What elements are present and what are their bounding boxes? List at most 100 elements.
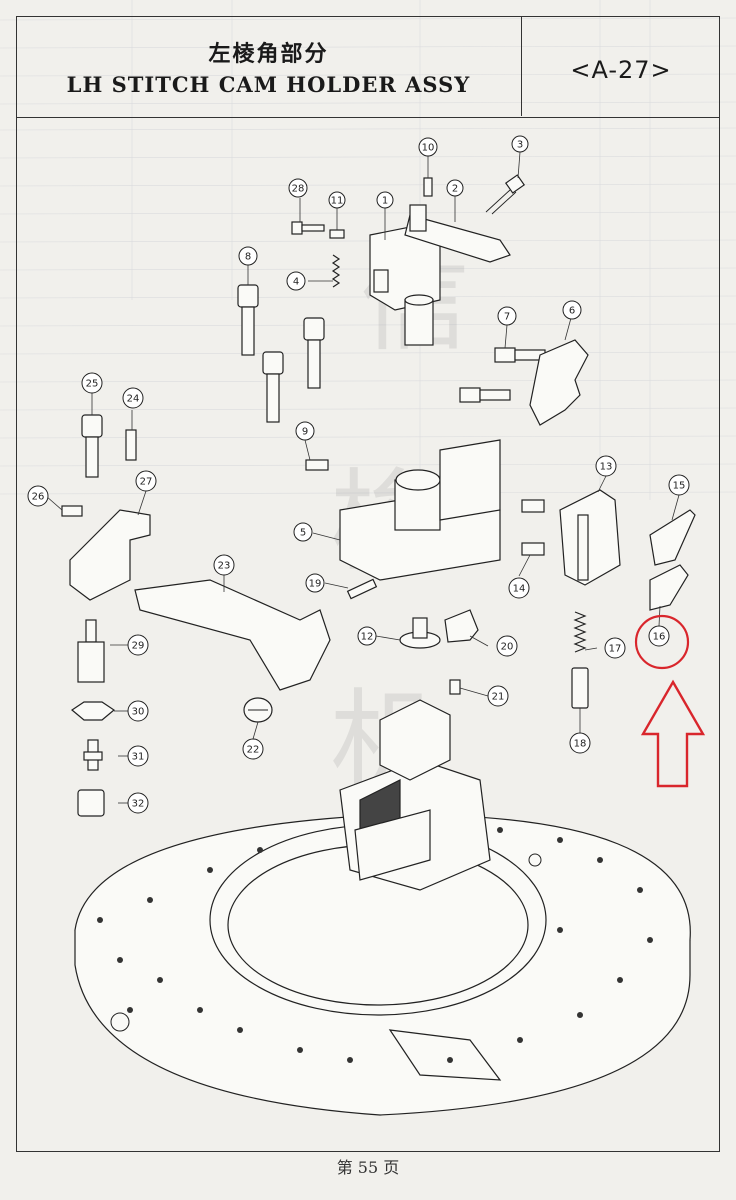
part-21 bbox=[449, 679, 461, 695]
callout-4[interactable]: 4 bbox=[286, 271, 306, 291]
callout-label: 20 bbox=[501, 642, 514, 653]
callout-20[interactable]: 20 bbox=[496, 635, 518, 657]
part-3 bbox=[485, 174, 526, 215]
part-1 bbox=[369, 224, 441, 346]
callout-label: 29 bbox=[132, 641, 145, 652]
footer-page-number: 第 55 页 bbox=[336, 1158, 400, 1177]
callout-label: 10 bbox=[422, 143, 435, 154]
callout-6[interactable]: 6 bbox=[562, 300, 582, 320]
callout-label: 6 bbox=[569, 306, 575, 317]
part-31 bbox=[83, 739, 103, 771]
callout-12[interactable]: 12 bbox=[357, 626, 377, 646]
cam-holder-on-plate bbox=[339, 699, 491, 891]
callout-7[interactable]: 7 bbox=[497, 306, 517, 326]
part-30 bbox=[70, 701, 116, 721]
callout-label: 8 bbox=[245, 252, 251, 263]
callout-3[interactable]: 3 bbox=[511, 135, 529, 153]
part-4 bbox=[331, 254, 341, 288]
part-17 bbox=[573, 611, 587, 653]
part-32 bbox=[77, 789, 105, 817]
callout-16[interactable]: 16 bbox=[648, 625, 670, 647]
callout-17[interactable]: 17 bbox=[604, 637, 626, 659]
part-2 bbox=[404, 204, 511, 263]
part-13 bbox=[559, 489, 621, 586]
callout-18[interactable]: 18 bbox=[569, 732, 591, 754]
part-10 bbox=[423, 177, 433, 197]
callout-19[interactable]: 19 bbox=[305, 573, 325, 593]
callout-label: 25 bbox=[86, 379, 99, 390]
callout-11[interactable]: 11 bbox=[328, 191, 346, 209]
callout-21[interactable]: 21 bbox=[487, 685, 509, 707]
page-code-box: <A-27> bbox=[522, 16, 720, 116]
callout-label: 1 bbox=[382, 196, 388, 207]
callout-label: 32 bbox=[132, 799, 145, 810]
callout-label: 5 bbox=[300, 528, 306, 539]
base-plate bbox=[74, 814, 691, 1116]
title-box: 左棱角部分 LH STITCH CAM HOLDER ASSY bbox=[16, 16, 522, 116]
header: 左棱角部分 LH STITCH CAM HOLDER ASSY <A-27> bbox=[16, 16, 720, 118]
callout-label: 18 bbox=[574, 739, 587, 750]
callout-label: 4 bbox=[293, 277, 299, 288]
callout-5[interactable]: 5 bbox=[293, 522, 313, 542]
callout-28[interactable]: 28 bbox=[288, 178, 308, 198]
callout-32[interactable]: 32 bbox=[127, 792, 149, 814]
callout-label: 31 bbox=[132, 752, 145, 763]
part-7 bbox=[494, 347, 546, 363]
callout-25[interactable]: 25 bbox=[81, 372, 103, 394]
callout-label: 16 bbox=[653, 632, 666, 643]
callout-1[interactable]: 1 bbox=[376, 191, 394, 209]
callout-label: 7 bbox=[504, 312, 510, 323]
part-6 bbox=[529, 339, 589, 426]
callout-15[interactable]: 15 bbox=[668, 474, 690, 496]
callout-label: 3 bbox=[517, 140, 523, 151]
callout-label: 30 bbox=[132, 707, 145, 718]
callout-2[interactable]: 2 bbox=[446, 179, 464, 197]
part-22 bbox=[243, 697, 273, 723]
part-25 bbox=[81, 414, 103, 478]
callouts: 28 11 1 10 2 3 4 8 7 6 25 24 27 26 9 5 1… bbox=[27, 135, 690, 814]
callout-24[interactable]: 24 bbox=[122, 387, 144, 409]
callout-23[interactable]: 23 bbox=[213, 554, 235, 576]
part-24 bbox=[125, 429, 137, 461]
callout-label: 19 bbox=[309, 579, 322, 590]
part-20 bbox=[444, 609, 479, 643]
callout-22[interactable]: 22 bbox=[242, 738, 264, 760]
callout-8[interactable]: 8 bbox=[238, 246, 258, 266]
part-16 bbox=[649, 564, 689, 611]
part-14 bbox=[521, 499, 545, 556]
part-8 bbox=[237, 284, 259, 356]
callout-label: 26 bbox=[32, 492, 45, 503]
callout-label: 12 bbox=[361, 632, 374, 643]
callout-30[interactable]: 30 bbox=[127, 700, 149, 722]
callout-14[interactable]: 14 bbox=[508, 577, 530, 599]
callout-9[interactable]: 9 bbox=[295, 421, 315, 441]
highlight-arrow bbox=[640, 679, 706, 788]
callout-27[interactable]: 27 bbox=[135, 470, 157, 492]
callout-26[interactable]: 26 bbox=[27, 485, 49, 507]
callout-label: 21 bbox=[492, 692, 505, 703]
title-chinese: 左棱角部分 bbox=[208, 42, 329, 67]
part-9 bbox=[305, 459, 329, 471]
page-code: <A-27> bbox=[570, 56, 672, 84]
callout-label: 13 bbox=[600, 462, 613, 473]
callout-label: 27 bbox=[140, 477, 153, 488]
callout-label: 2 bbox=[452, 184, 458, 195]
callout-10[interactable]: 10 bbox=[418, 137, 438, 157]
part-28 bbox=[291, 221, 325, 235]
page-frame bbox=[16, 16, 720, 1152]
callout-13[interactable]: 13 bbox=[595, 455, 617, 477]
callout-label: 9 bbox=[302, 427, 308, 438]
callout-31[interactable]: 31 bbox=[127, 745, 149, 767]
callout-label: 24 bbox=[127, 394, 140, 405]
part-26 bbox=[61, 505, 83, 517]
callout-label: 28 bbox=[292, 184, 305, 195]
callout-label: 11 bbox=[331, 196, 344, 207]
part-5 bbox=[339, 439, 501, 581]
callout-label: 22 bbox=[247, 745, 260, 756]
callout-29[interactable]: 29 bbox=[127, 634, 149, 656]
callout-label: 15 bbox=[673, 481, 686, 492]
part-15 bbox=[649, 509, 696, 566]
callout-label: 17 bbox=[609, 644, 622, 655]
highlight-marker bbox=[634, 614, 706, 788]
